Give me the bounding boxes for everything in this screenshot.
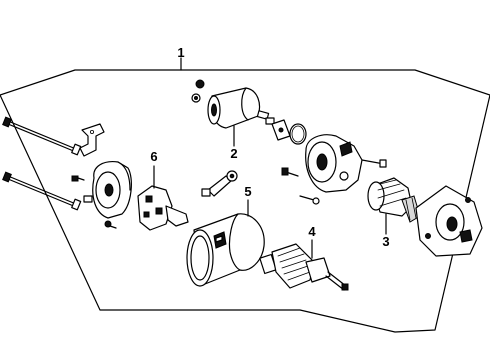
callout-4: 4 — [308, 224, 316, 239]
rear-end-cover — [83, 161, 132, 219]
callout-6: 6 — [150, 149, 157, 164]
through-bolt-upper — [2, 116, 82, 156]
brush-holder — [137, 185, 189, 231]
small-screw-left-1 — [71, 175, 85, 182]
housing-screw-left — [281, 167, 299, 177]
callout-3: 3 — [382, 234, 389, 249]
front-end-plate — [415, 185, 483, 257]
armature — [259, 243, 349, 291]
solenoid-nuts — [191, 79, 205, 103]
housing-bolt-right — [361, 159, 387, 168]
o-ring — [289, 123, 307, 145]
solenoid — [207, 87, 275, 129]
through-bolt-lower — [2, 171, 82, 211]
callout-5: 5 — [244, 184, 251, 199]
assembly-outline — [0, 69, 490, 333]
callout-1: 1 — [177, 45, 184, 60]
yoke-housing — [186, 213, 265, 287]
small-screw-left-2 — [104, 220, 117, 229]
small-pin — [299, 195, 320, 205]
drive-lever — [271, 119, 291, 141]
callout-2: 2 — [230, 146, 237, 161]
mounting-clip — [79, 123, 105, 157]
gear-housing — [305, 134, 363, 193]
lead-terminal — [201, 170, 238, 197]
pinion-clutch — [367, 177, 421, 223]
